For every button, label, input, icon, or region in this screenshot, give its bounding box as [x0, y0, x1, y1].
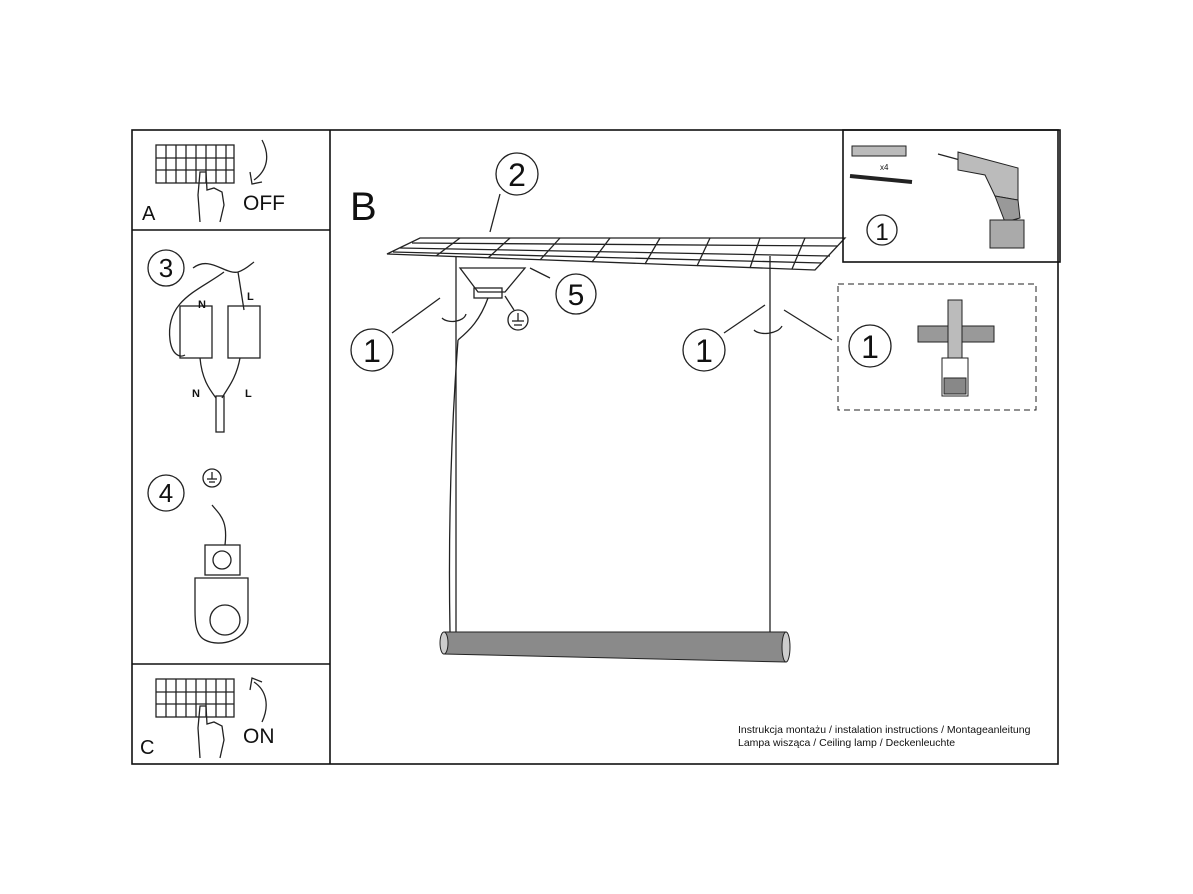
- earth-symbol-icon: [504, 295, 529, 331]
- anchor-detail-box: 1: [837, 283, 1037, 411]
- svg-text:1: 1: [875, 219, 888, 246]
- svg-text:OFF: OFF: [243, 192, 285, 215]
- arrow-down-icon: [249, 139, 268, 185]
- svg-text:L: L: [245, 388, 252, 400]
- svg-text:A: A: [142, 203, 156, 225]
- earth-symbol-icon: [202, 468, 222, 488]
- terminal-block-n: [179, 305, 213, 359]
- ceiling-grid: [386, 237, 847, 271]
- svg-text:4: 4: [159, 478, 173, 508]
- panel-a-switch-off: A OFF: [142, 139, 285, 225]
- step-4-earth: 4: [147, 468, 249, 644]
- panel-c-switch-on: C ON: [140, 677, 275, 759]
- drill-icon: [937, 151, 1025, 249]
- svg-text:x4: x4: [880, 163, 889, 172]
- lamp-bar: [439, 631, 791, 663]
- earth-bracket: [194, 577, 249, 644]
- cable-sheath: [215, 395, 225, 433]
- callout-1-detail: 1: [861, 329, 879, 365]
- svg-text:N: N: [198, 299, 206, 311]
- svg-text:L: L: [247, 291, 254, 303]
- outer-frame: [131, 129, 1059, 765]
- terminal-block-l: [227, 305, 261, 359]
- svg-text:ON: ON: [243, 725, 275, 748]
- callout-2: 2: [508, 157, 526, 193]
- canopy-assembly: [455, 256, 551, 341]
- step-b-label: B: [350, 185, 377, 229]
- svg-text:N: N: [192, 388, 200, 400]
- screw-icon: [849, 174, 913, 184]
- callout-1-right: 1: [695, 333, 713, 369]
- step-3-wiring: 3 N L N L: [147, 249, 261, 433]
- hand-icon: [197, 705, 225, 759]
- wall-plug-icon: [851, 145, 907, 157]
- footer-title: Instrukcja montażu / instalation instruc…: [738, 724, 1031, 736]
- callout-1-left: 1: [363, 333, 381, 369]
- breaker-panel-icon: [155, 144, 235, 184]
- hand-icon: [197, 171, 225, 223]
- arrow-up-icon: [249, 677, 267, 723]
- mounting-kit-box: x4 1: [842, 129, 1061, 263]
- svg-text:3: 3: [159, 253, 173, 283]
- svg-text:C: C: [140, 737, 154, 759]
- footer-subtitle: Lampa wisząca / Ceiling lamp / Deckenleu…: [738, 737, 956, 749]
- callout-5: 5: [568, 279, 585, 312]
